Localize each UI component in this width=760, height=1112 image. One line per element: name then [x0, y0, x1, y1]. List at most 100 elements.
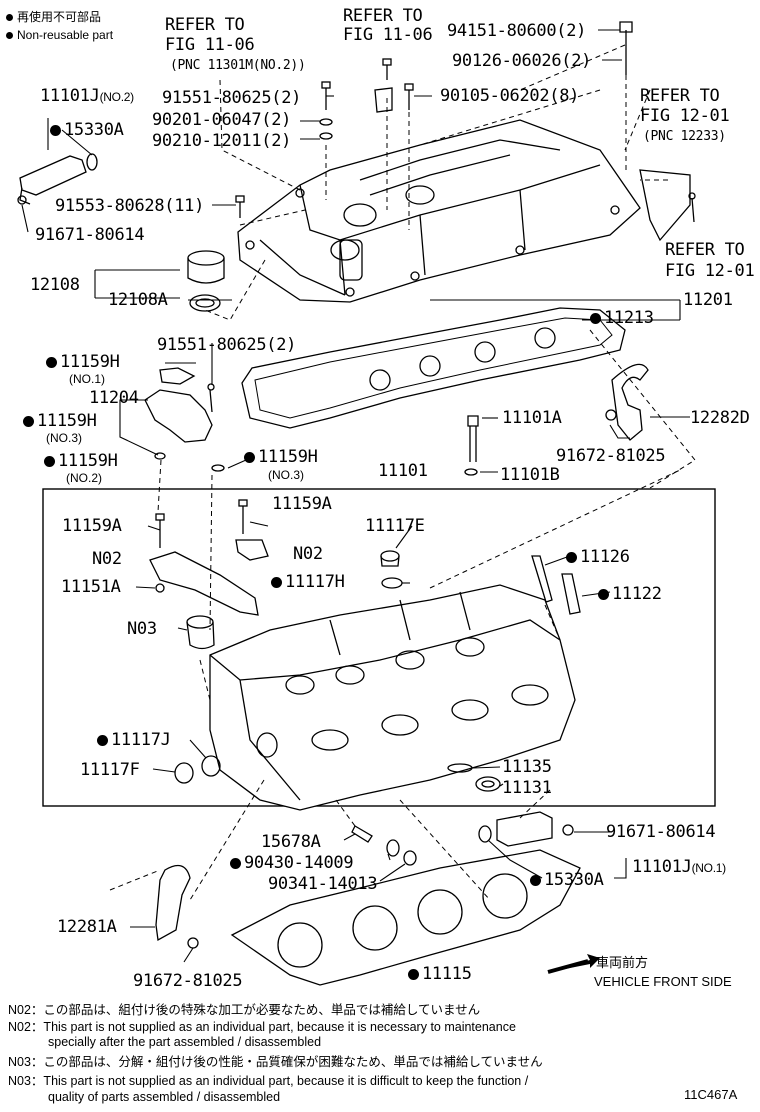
part-12282d[interactable]: 12282D: [690, 408, 750, 428]
part-90105-06202[interactable]: 90105-06202(8): [440, 86, 580, 106]
part-15330a-top-number: 15330A: [64, 120, 124, 140]
part-11101a[interactable]: 11101A: [502, 408, 562, 428]
part-11135[interactable]: 11135: [502, 757, 552, 777]
part-11159h-no3-b[interactable]: 11159H: [244, 448, 318, 466]
part-91551-80625-b[interactable]: 91551-80625(2): [157, 335, 297, 355]
refer-fig1201a-pnc: (PNC 12233): [643, 129, 726, 144]
non-reusable-dot-icon: [530, 875, 541, 886]
part-91553-80628[interactable]: 91553-80628(11): [55, 196, 205, 216]
cam-cap-left-drawing: [149, 551, 259, 616]
part-94151-80600[interactable]: 94151-80600(2): [447, 21, 587, 41]
part-11101j-top-number: 11101J: [40, 86, 100, 106]
bracket-12282d-drawing: [611, 363, 649, 441]
note-n03-en-line1: N03：This part is not supplied as an indi…: [8, 1074, 529, 1088]
part-11159h-no1[interactable]: 11159H: [46, 353, 120, 371]
legend-jp: 再使用不可部品: [17, 10, 102, 24]
part-11101[interactable]: 11101: [378, 461, 428, 481]
part-11159h-no2[interactable]: 11159H: [44, 452, 118, 470]
part-12281a[interactable]: 12281A: [57, 917, 117, 937]
part-11122[interactable]: 11122: [598, 585, 662, 603]
part-91551-80625-a[interactable]: 91551-80625(2): [162, 88, 302, 108]
refer-fig1201a-line1[interactable]: REFER TO: [640, 86, 720, 106]
part-90341-14013[interactable]: 90341-14013: [268, 874, 378, 894]
part-11159a-right[interactable]: 11159A: [272, 494, 332, 514]
part-91671-80614-top[interactable]: 91671-80614: [35, 225, 145, 245]
part-11213-number: 11213: [604, 308, 654, 328]
refer-fig1106b-line1[interactable]: REFER TO: [343, 6, 423, 26]
part-11204[interactable]: 11204: [89, 388, 139, 408]
non-reusable-dot-icon: [50, 125, 61, 136]
part-91672-81025-bottom[interactable]: 91672-81025: [133, 971, 243, 991]
part-11213[interactable]: 11213: [590, 309, 654, 327]
part-11159h-no3-b-qualifier: (NO.3): [268, 468, 304, 482]
non-reusable-dot-icon: [271, 577, 282, 588]
part-11159h-no3-a-number: 11159H: [37, 411, 97, 431]
part-11117h-number: 11117H: [285, 572, 345, 592]
part-11126[interactable]: 11126: [566, 548, 630, 566]
part-90430-14009[interactable]: 90430-14009: [230, 854, 354, 872]
part-11115[interactable]: 11115: [408, 965, 472, 983]
non-reusable-dot-icon: [598, 589, 609, 600]
vehicle-front-en: VEHICLE FRONT SIDE: [594, 974, 732, 989]
cylinder-head-drawing: [209, 584, 576, 811]
part-15330a-bottom[interactable]: 15330A: [530, 871, 604, 889]
part-91671-80614-bottom[interactable]: 91671-80614: [606, 822, 716, 842]
refer-fig1106a-line2[interactable]: FIG 11-06: [165, 35, 255, 55]
part-11159h-no3-a-qualifier: (NO.3): [46, 431, 82, 445]
oil-filler-cap-drawing: [187, 250, 225, 266]
part-11101b[interactable]: 11101B: [500, 465, 560, 485]
part-11117h[interactable]: 11117H: [271, 573, 345, 591]
bracket-12281a-drawing: [155, 864, 191, 942]
part-11101j-top-qualifier: (NO.2): [99, 90, 135, 104]
part-n03[interactable]: N03: [127, 619, 157, 639]
non-reusable-dot-icon: [408, 969, 419, 980]
part-91672-81025-top[interactable]: 91672-81025: [556, 446, 666, 466]
oil-control-valve-top-drawing: [17, 153, 98, 205]
part-11117e[interactable]: 11117E: [365, 516, 425, 536]
camshaft-housing-drawing: [144, 389, 213, 443]
part-11159h-no2-qualifier: (NO.2): [66, 471, 102, 485]
part-11159h-no1-number: 11159H: [60, 352, 120, 372]
part-11159h-no3-a[interactable]: 11159H: [23, 412, 97, 430]
part-11201[interactable]: 11201: [683, 290, 733, 310]
part-11101j-bottom[interactable]: 11101J(NO.1): [632, 858, 726, 877]
part-11115-number: 11115: [422, 964, 472, 984]
part-11117f[interactable]: 11117F: [80, 760, 140, 780]
non-reusable-dot-icon: [46, 357, 57, 368]
part-n02-left[interactable]: N02: [92, 549, 122, 569]
part-n02-right[interactable]: N02: [293, 544, 323, 564]
part-11159a-left[interactable]: 11159A: [62, 516, 122, 536]
part-11126-number: 11126: [580, 547, 630, 567]
refer-fig1106a-line1[interactable]: REFER TO: [165, 15, 245, 35]
part-12108[interactable]: 12108: [30, 275, 80, 295]
dashed-reference-lines: [109, 44, 696, 901]
part-11159h-no2-number: 11159H: [58, 451, 118, 471]
part-15330a-top[interactable]: 15330A: [50, 121, 124, 139]
valve-lifter-drawing: [186, 615, 214, 629]
part-15678a[interactable]: 15678A: [261, 832, 321, 852]
part-11101j-bottom-qualifier: (NO.1): [691, 861, 727, 875]
non-reusable-dot-icon: [6, 32, 13, 39]
part-11151a[interactable]: 11151A: [61, 577, 121, 597]
refer-fig1201b-line2[interactable]: FIG 12-01: [665, 261, 755, 281]
part-11117j-number: 11117J: [111, 730, 171, 750]
part-11117j[interactable]: 11117J: [97, 731, 171, 749]
cylinder-head-cover-drawing: [237, 119, 641, 303]
refer-fig1201b-line1[interactable]: REFER TO: [665, 240, 745, 260]
part-90210-12011[interactable]: 90210-12011(2): [152, 131, 292, 151]
refer-fig1106b-line2[interactable]: FIG 11-06: [343, 25, 433, 45]
part-11131[interactable]: 11131: [502, 778, 552, 798]
vehicle-front-jp: 車両前方: [596, 955, 649, 970]
refer-fig1201a-line2[interactable]: FIG 12-01: [640, 106, 730, 126]
oil-control-valve-bottom-drawing: [478, 811, 574, 847]
part-11101j-top[interactable]: 11101J(NO.2): [40, 87, 134, 106]
part-15330a-bottom-number: 15330A: [544, 870, 604, 890]
head-gasket-drawing: [230, 849, 581, 986]
part-90201-06047[interactable]: 90201-06047(2): [152, 110, 292, 130]
note-n03-jp: N03：この部品は、分解・組付け後の性能・品質確保が困難なため、単品では補給して…: [8, 1055, 543, 1069]
figure-id: 11C467A: [684, 1087, 738, 1102]
part-12108a[interactable]: 12108A: [108, 290, 168, 310]
part-90126-06026[interactable]: 90126-06026(2): [452, 51, 592, 71]
part-11101j-bottom-number: 11101J: [632, 857, 692, 877]
